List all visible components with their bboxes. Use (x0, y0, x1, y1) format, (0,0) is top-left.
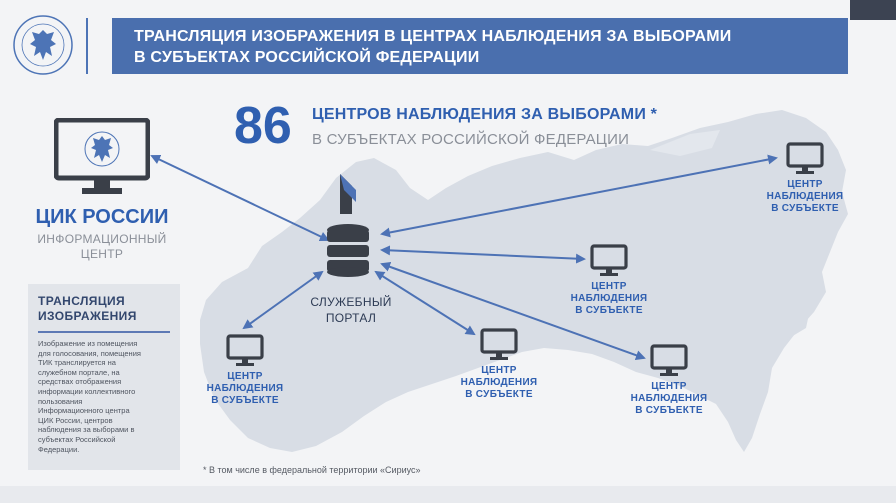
coat-of-arms-icon (13, 15, 73, 75)
info-line: ТИК транслируется на (38, 358, 116, 368)
arrow-portal-cik (150, 154, 330, 242)
cik-subtitle-line1: ИНФОРМАЦИОННЫЙ (37, 232, 167, 246)
info-line: наблюдения за выборами в (38, 425, 135, 435)
footer-strip (0, 486, 896, 503)
info-line: служебном портале, на (38, 367, 120, 377)
cik-monitor-icon (54, 118, 150, 194)
page-title: ТРАНСЛЯЦИЯ ИЗОБРАЖЕНИЯ В ЦЕНТРАХ НАБЛЮДЕ… (134, 26, 834, 68)
footnote: * В том числе в федеральной территории «… (203, 465, 421, 475)
arrow-portal-sw (242, 270, 324, 330)
monitor-icon (786, 142, 824, 174)
corner-decoration (850, 0, 896, 20)
info-box-text: Изображение из помещения для голосования… (38, 339, 178, 454)
service-portal (327, 174, 369, 277)
info-line: средствах отображения (38, 377, 122, 387)
info-line: для голосования, помещения (38, 348, 141, 358)
cik-title: ЦИК РОССИИ (35, 206, 169, 228)
centers-title: ЦЕНТРОВ НАБЛЮДЕНИЯ ЗА ВЫБОРАМИ * (312, 106, 658, 123)
portal-label-line1: СЛУЖЕБНЫЙ (310, 295, 392, 309)
portal-label-line2: ПОРТАЛ (325, 311, 377, 325)
map-peninsula (760, 292, 812, 340)
cik-subtitle: ИНФОРМАЦИОННЫЙ ЦЕНТР (10, 232, 194, 262)
centers-subtitle: В СУБЪЕКТАХ РОССИЙСКОЙ ФЕДЕРАЦИИ (312, 131, 630, 148)
monitor-icon (480, 328, 518, 360)
info-box: ТРАНСЛЯЦИЯ ИЗОБРАЖЕНИЯ Изображение из по… (28, 284, 180, 470)
monitor-icon (590, 244, 628, 276)
page-title-line2: В СУБЪЕКТАХ РОССИЙСКОЙ ФЕДЕРАЦИИ (134, 49, 480, 66)
info-line: пользования (38, 396, 83, 406)
info-line: субъектах Российской (38, 434, 116, 444)
arrow-portal-e1 (380, 245, 586, 264)
info-line: Изображение из помещения (38, 339, 138, 348)
info-box-title: ТРАНСЛЯЦИЯ ИЗОБРАЖЕНИЯ (38, 294, 172, 324)
portal-logo-icon (340, 174, 356, 214)
database-icon (327, 224, 369, 277)
map-island (650, 130, 720, 156)
info-line: Федерации. (38, 444, 80, 454)
info-box-divider (38, 331, 170, 333)
header-divider (86, 18, 88, 74)
info-box-title-line2: ИЗОБРАЖЕНИЯ (38, 309, 137, 323)
monitor-icon (226, 334, 264, 366)
cik-subtitle-line2: ЦЕНТР (80, 247, 124, 261)
header-bar: ТРАНСЛЯЦИЯ ИЗОБРАЖЕНИЯ В ЦЕНТРАХ НАБЛЮДЕ… (112, 18, 848, 74)
portal-label: СЛУЖЕБНЫЙ ПОРТАЛ (296, 294, 406, 326)
page-title-line1: ТРАНСЛЯЦИЯ ИЗОБРАЖЕНИЯ В ЦЕНТРАХ НАБЛЮДЕ… (134, 28, 732, 45)
info-line: Информационного центра (38, 406, 130, 416)
info-box-title-line1: ТРАНСЛЯЦИЯ (38, 294, 126, 308)
info-line: информации коллективного (38, 386, 136, 396)
arrow-portal-se (374, 270, 476, 336)
arrow-portal-ne (380, 154, 778, 238)
info-line: ЦИК России, центров (38, 415, 113, 425)
monitor-icon (650, 344, 688, 376)
centers-count: 86 (234, 97, 292, 155)
